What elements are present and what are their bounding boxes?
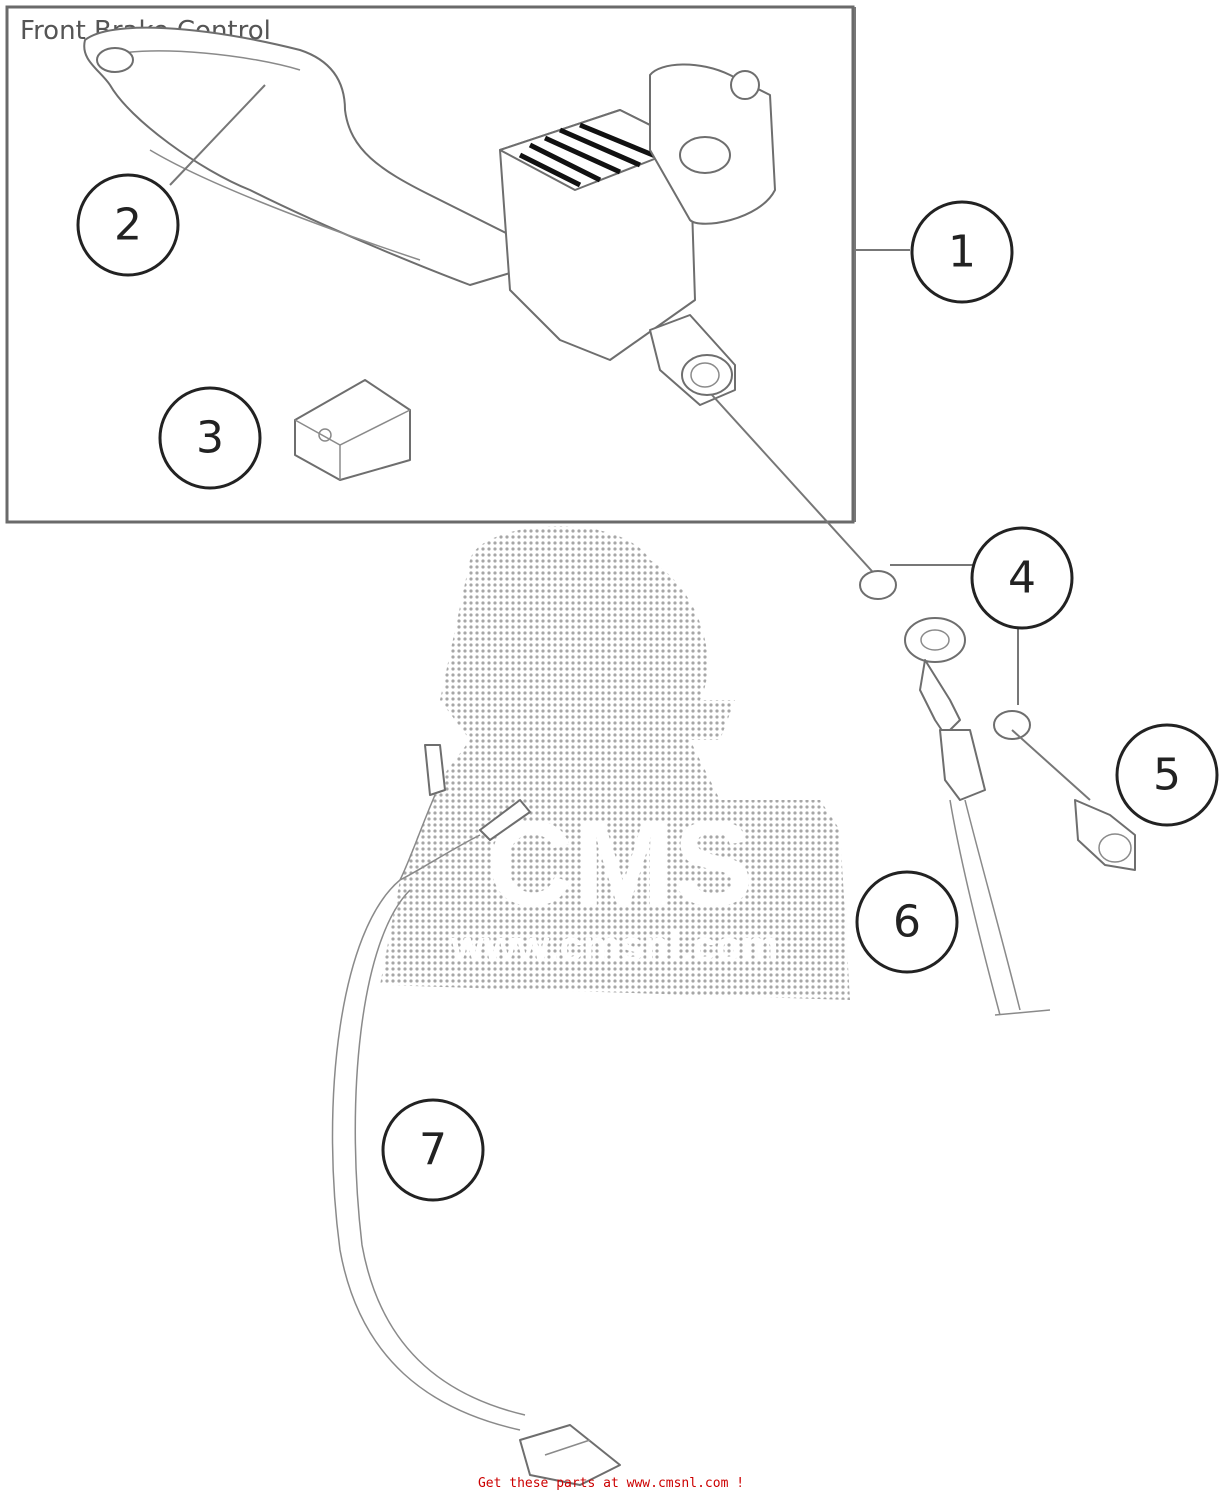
callout-3: 3 [158, 386, 262, 490]
callout-4-number: 4 [1008, 553, 1036, 604]
watermark-url: www.cmsnl.com [450, 922, 779, 969]
callout-5-number: 5 [1153, 750, 1181, 801]
callout-6-number: 6 [893, 897, 921, 948]
callout-4: 4 [970, 526, 1074, 630]
callout-6: 6 [855, 870, 959, 974]
brake-hose-assembly [711, 394, 1136, 1016]
callout-7: 7 [381, 1098, 485, 1202]
footer-link[interactable]: Get these parts at www.cmsnl.com ! [477, 1476, 745, 1491]
watermark-brand: CMS [487, 797, 754, 931]
washer-upper [859, 570, 897, 600]
callout-2-number: 2 [114, 200, 142, 251]
callout-1: 1 [910, 200, 1014, 304]
callout-3-number: 3 [196, 413, 224, 464]
banjo-bolt [1074, 799, 1136, 871]
callout-7-number: 7 [419, 1125, 447, 1176]
callout-5: 5 [1115, 723, 1219, 827]
brake-lever [83, 26, 521, 286]
reservoir-cap-hatch [518, 122, 666, 188]
brake-light-switch [294, 379, 411, 481]
assembly-box [5, 5, 855, 524]
washer-lower [993, 710, 1031, 740]
switch-cable [331, 744, 621, 1486]
watermark: CMS www.cmsnl.com [380, 526, 850, 1000]
leader-lines [169, 7, 1019, 705]
master-cylinder [499, 63, 776, 406]
banjo-fitting [904, 617, 966, 663]
callout-2: 2 [76, 173, 180, 277]
callouts: 1 2 3 4 5 6 7 [76, 173, 1219, 1202]
callout-1-number: 1 [948, 227, 976, 278]
